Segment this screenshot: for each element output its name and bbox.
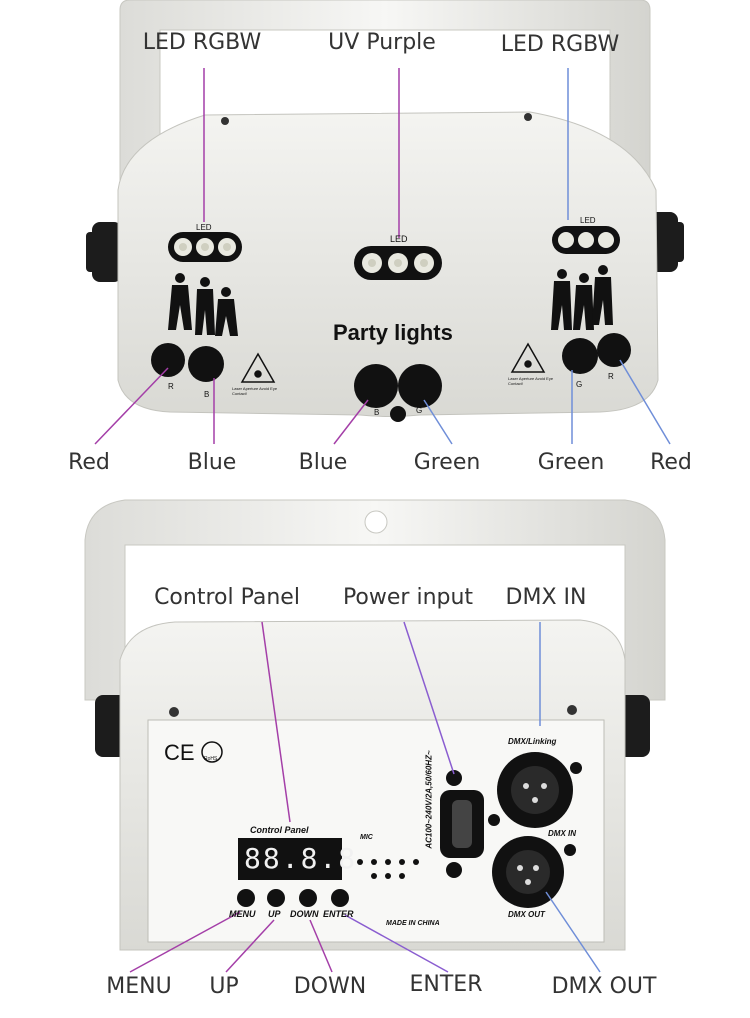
callout-lines-top <box>94 68 671 445</box>
dmx-in-socket <box>488 752 582 828</box>
callout-power-input: Power input <box>342 585 474 610</box>
led-display <box>238 838 342 880</box>
rohs-mark: RoHS <box>204 756 218 762</box>
callout-blue-left: Blue <box>187 450 237 475</box>
led-cluster-center <box>354 246 442 280</box>
callout-green-center: Green <box>413 450 481 475</box>
callout-green-right: Green <box>537 450 605 475</box>
led-cluster-right <box>552 226 620 254</box>
callout-menu: MENU <box>106 974 172 999</box>
rear-bracket <box>84 499 666 701</box>
callout-up: UP <box>209 974 239 999</box>
port-label-r-right: R <box>608 372 614 381</box>
callout-red-right: Red <box>650 450 692 475</box>
callout-dmx-in: DMX IN <box>505 585 587 610</box>
panel-made-in: MADE IN CHINA <box>386 920 440 927</box>
dancers-right <box>551 265 613 330</box>
port-label-r-left: R <box>168 382 174 391</box>
laser-warning-right <box>510 342 546 373</box>
callout-control-panel: Control Panel <box>154 585 300 610</box>
callout-uv-purple: UV Purple <box>328 30 436 55</box>
panel-down-label: DOWN <box>290 909 319 919</box>
laser-warning-text-left: Laser Aperture Avoid Eye Contact! <box>232 386 278 396</box>
callout-red-left: Red <box>68 450 110 475</box>
left-knob <box>86 222 122 282</box>
front-unit <box>86 0 684 422</box>
rear-unit <box>84 499 666 951</box>
front-led-label-center: LED <box>390 234 408 244</box>
callout-led-rgbw-left: LED RGBW <box>142 30 262 55</box>
port-label-g-right: G <box>576 380 583 389</box>
mic-holes <box>357 859 419 879</box>
laser-ports-left <box>151 343 224 382</box>
control-buttons <box>237 889 349 907</box>
dancers-left <box>168 273 238 336</box>
laser-ports-center <box>354 364 442 422</box>
callout-dmx-out: DMX OUT <box>551 974 657 999</box>
led-cluster-left <box>168 232 242 262</box>
panel-mic-label: MIC <box>360 834 373 841</box>
rear-left-knob <box>95 695 127 757</box>
panel-dmx-in: DMX IN <box>548 829 576 838</box>
dmx-out-socket <box>492 836 576 908</box>
ce-mark: CE <box>164 740 195 765</box>
power-connector <box>440 770 484 878</box>
panel-dmx-linking: DMX/Linking <box>508 737 557 746</box>
callout-down: DOWN <box>293 974 367 999</box>
front-led-label-left: LED <box>196 223 212 232</box>
rear-right-knob <box>618 695 650 757</box>
callout-lines-bottom <box>129 621 601 973</box>
callout-enter: ENTER <box>409 972 483 997</box>
callout-led-rgbw-right: LED RGBW <box>500 32 620 57</box>
port-label-b-left: B <box>204 390 210 399</box>
panel-display-readout: 88.8.8 <box>244 842 358 875</box>
panel-menu-label: MENU <box>229 909 256 919</box>
panel-control-label: Control Panel <box>250 825 309 835</box>
laser-ports-right <box>562 333 631 374</box>
port-label-b-center: B <box>374 408 380 417</box>
panel-dmx-out: DMX OUT <box>508 910 545 919</box>
laser-warning-left <box>240 352 276 383</box>
front-led-label-right: LED <box>580 216 596 225</box>
front-title: Party lights <box>333 320 453 345</box>
laser-warning-text-right: Laser Aperture Avoid Eye Contact! <box>508 376 554 386</box>
port-label-g-center: G <box>416 406 423 415</box>
callout-blue-center: Blue <box>298 450 348 475</box>
panel-power-rating: AC100~240V/2A,50/60HZ~ <box>424 750 434 849</box>
panel-enter-label: ENTER <box>323 909 354 919</box>
panel-up-label: UP <box>268 909 281 919</box>
